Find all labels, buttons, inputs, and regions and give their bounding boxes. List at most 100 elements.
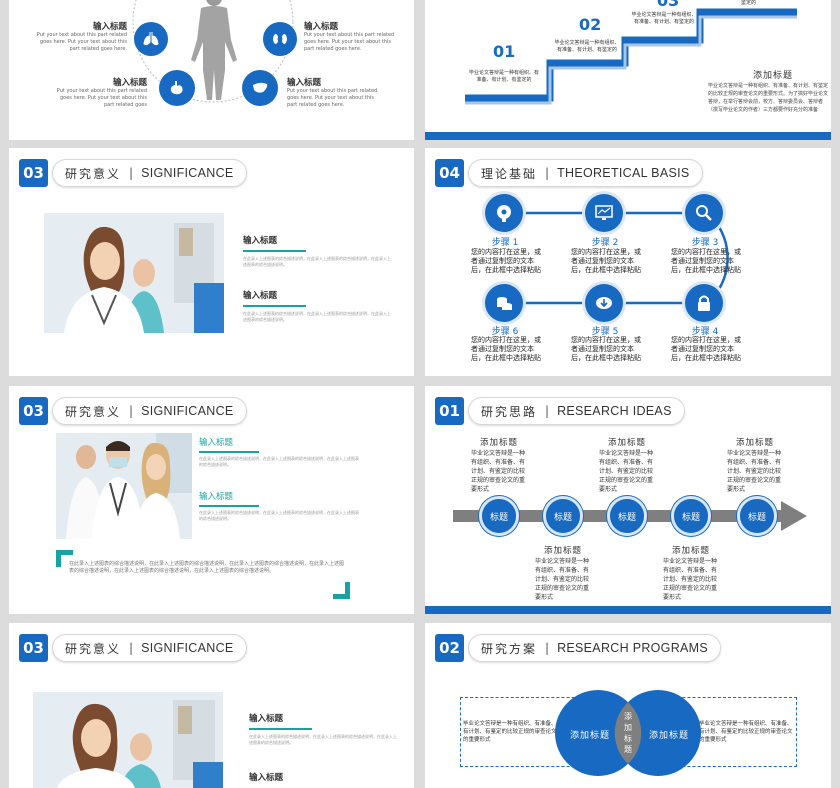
- quote-text: 在此录入上述图表的综合描述说明，在此录入上述图表的综合描述说明，在此录入上述图表…: [69, 561, 345, 574]
- slide-research-ideas: 01 研究思路 | RESEARCH IDEAS 标题 标题 标题 标题 标题 …: [425, 386, 831, 614]
- info-underline: [199, 505, 259, 507]
- circle-left-label: 添加标题: [569, 731, 610, 741]
- info-title: 输入标题: [199, 438, 234, 448]
- info-title: 输入标题: [199, 492, 234, 502]
- doctor-photo: [33, 692, 223, 788]
- step-text-top: 鉴定的: [741, 0, 757, 6]
- circle-right-label: 添加标题: [648, 731, 689, 741]
- title-cn: 研究意义: [65, 641, 122, 656]
- info-body: 在此录入上述图表的综合描述说明，在此录入上述图表的综合描述说明，在此录入上述图表…: [243, 256, 391, 267]
- item-body: Put your text about this part related go…: [287, 88, 378, 108]
- step-5-title: 步骤 5: [591, 327, 619, 337]
- monitor-chart-icon: [585, 194, 623, 232]
- slide-significance-1: 03 研究意义 | SIGNIFICANCE 输入标题 在此录入上述图表的综合描…: [9, 148, 414, 376]
- anatomy-item-1: 输入标题 Put your text about this part relat…: [29, 20, 127, 53]
- human-body-icon: [187, 0, 241, 100]
- block-3-title: 添加标题: [735, 438, 774, 448]
- info-title: 输入标题: [243, 291, 278, 301]
- block-1-body: 毕业论文答辩是一种有组织、有准备、有计划、有鉴定的比较正规的审查论文的重要形式: [471, 450, 526, 493]
- lock-icon: [685, 284, 723, 322]
- quote-bracket-top-left: [56, 550, 73, 567]
- info-body: 在此录入上述图表的综合描述说明，在此录入上述图表的综合描述说明，在此录入上述图表…: [249, 734, 397, 745]
- timeline-arrow-head: [781, 501, 807, 531]
- section-title: 研究方案 | RESEARCH PROGRAMS: [468, 634, 722, 662]
- slide-research-programs: 02 研究方案 | RESEARCH PROGRAMS 毕业论文答辩是一种有组织…: [425, 623, 831, 788]
- step-num-02: 02: [579, 15, 602, 34]
- title-sep: |: [545, 641, 550, 655]
- step-3-text: 您的内容打在这里，或者通过复制您的文本后，在此框中选择粘贴: [671, 248, 741, 274]
- bottom-bar: [425, 132, 831, 140]
- block-2-title: 添加标题: [607, 438, 646, 448]
- block-5-body: 毕业论文答辩是一种有组织、有准备、有计划、有鉴定的比较正规的审查论文的重要形式: [663, 558, 718, 601]
- step-1-text: 您的内容打在这里，或者通过复制您的文本后，在此框中选择粘贴: [471, 248, 541, 274]
- section-number: 03: [19, 634, 48, 662]
- step-num-03: 03: [657, 0, 680, 10]
- block-4-body: 毕业论文答辩是一种有组织、有准备、有计划、有鉴定的比较正规的审查论文的重要形式: [535, 558, 590, 601]
- title-en: THEORETICAL BASIS: [557, 166, 690, 180]
- section-title: 理论基础 | THEORETICAL BASIS: [468, 159, 703, 187]
- block-1-title: 添加标题: [479, 438, 518, 448]
- title-en: SIGNIFICANCE: [141, 166, 234, 180]
- section-title: 研究意义 | SIGNIFICANCE: [52, 397, 247, 425]
- step-2-text: 您的内容打在这里，或者通过复制您的文本后，在此框中选择粘贴: [571, 248, 641, 274]
- step-4-text: 您的内容打在这里，或者通过复制您的文本后，在此框中选择粘贴: [671, 336, 741, 362]
- info-underline: [249, 728, 312, 730]
- title-en: SIGNIFICANCE: [141, 404, 234, 418]
- title-sep: |: [129, 641, 134, 655]
- cloud-download-icon: [585, 284, 623, 322]
- section-number: 02: [435, 634, 464, 662]
- add-title: 添加标题: [753, 71, 794, 81]
- slide-anatomy: 输入标题 Put your text about this part relat…: [9, 0, 414, 140]
- title-cn: 研究方案: [481, 641, 538, 656]
- title-en: RESEARCH IDEAS: [557, 404, 672, 418]
- info-body: 在此录入上述图表的综合描述说明，在此录入上述图表的综合描述说明，在此录入上述图表…: [199, 510, 359, 521]
- title-cn: 理论基础: [481, 166, 538, 181]
- brain-gear-icon: [485, 194, 523, 232]
- bottom-bar: [425, 606, 831, 614]
- right-text: 毕业论文答辩是一种有组织、有准备、有计划、有鉴定的比较正规的审查论文的重要形式: [699, 721, 793, 743]
- section-number: 04: [435, 159, 464, 187]
- section-number: 01: [435, 397, 464, 425]
- liver-icon: [242, 70, 278, 106]
- info-block-2: 输入标题 在此录入上述图表的综合描述说明，在此录入上述图表的综合描述说明，在此录…: [243, 289, 393, 323]
- section-number: 03: [19, 159, 48, 187]
- block-4-title: 添加标题: [543, 546, 582, 556]
- slide-staircase: 01 02 03 毕业论文答辩是一种有组织、有准备、有计划、有鉴定的 毕业论文答…: [425, 0, 831, 140]
- slide-theoretical-basis: 04 理论基础 | THEORETICAL BASIS 步骤 1 您的内容打在这…: [425, 148, 831, 376]
- step-3-title: 步骤 3: [691, 238, 719, 248]
- title-cn: 研究思路: [481, 404, 538, 419]
- info-underline: [243, 305, 306, 307]
- item-body: Put your text about this part related go…: [56, 88, 147, 108]
- add-body: 毕业论文答辩是一种有组织、有准备、有计划、有鉴定的比较正规的审查论文的重要形式。…: [708, 83, 829, 113]
- title-sep: |: [129, 166, 134, 180]
- magnifier-icon: [685, 194, 723, 232]
- anatomy-item-2: 输入标题 Put your text about this part relat…: [304, 20, 402, 53]
- quote-bracket-bottom-right: [333, 582, 350, 599]
- info-title: 输入标题: [243, 236, 278, 246]
- step-text-02: 毕业论文答辩是一种有组织、有准备、有计划、有鉴定的: [554, 40, 620, 53]
- timeline-node-5: 标题: [737, 496, 777, 536]
- timeline-node-3: 标题: [607, 496, 647, 536]
- title-sep: |: [129, 404, 134, 418]
- center-label: 添加标题: [624, 712, 632, 754]
- block-2-body: 毕业论文答辩是一种有组织、有准备、有计划、有鉴定的比较正规的审查论文的重要形式: [599, 450, 654, 493]
- info-title: 输入标题: [249, 714, 284, 724]
- item-title: 输入标题: [92, 22, 127, 32]
- info-block-1: 输入标题 在此录入上述图表的综合描述说明，在此录入上述图表的综合描述说明，在此录…: [249, 712, 399, 746]
- info-underline: [243, 250, 306, 252]
- anatomy-item-4: 输入标题 Put your text about this part relat…: [287, 76, 385, 109]
- step-text-01: 毕业论文答辩是一种有组织、有准备、有计划、有鉴定的: [469, 70, 540, 83]
- anatomy-diagram: [132, 0, 294, 103]
- timeline-node-1: 标题: [479, 496, 519, 536]
- stomach-icon: [159, 70, 195, 106]
- left-text: 毕业论文答辩是一种有组织、有准备、有计划、有鉴定的比较正规的审查论文的重要形式: [463, 721, 557, 743]
- step-6-text: 您的内容打在这里，或者通过复制您的文本后，在此框中选择粘贴: [471, 336, 541, 362]
- section-title: 研究意义 | SIGNIFICANCE: [52, 634, 247, 662]
- section-title: 研究意义 | SIGNIFICANCE: [52, 159, 247, 187]
- info-block-1: 输入标题 在此录入上述图表的综合描述说明，在此录入上述图表的综合描述说明，在此录…: [243, 234, 393, 268]
- title-cn: 研究意义: [65, 166, 122, 181]
- item-body: Put your text about this part related go…: [304, 32, 395, 52]
- info-underline: [199, 451, 259, 453]
- item-title: 输入标题: [112, 78, 147, 88]
- lungs-icon: [134, 22, 168, 56]
